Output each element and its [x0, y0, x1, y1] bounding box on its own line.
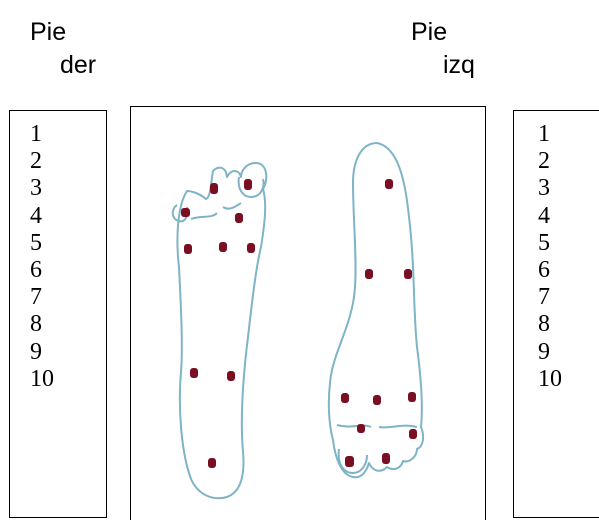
feet-illustration — [171, 142, 425, 500]
point — [345, 456, 354, 467]
point — [408, 392, 416, 402]
left-foot-number-3: 3 — [538, 175, 550, 202]
point — [219, 242, 227, 252]
point — [365, 269, 373, 279]
left-foot-number-9: 9 — [538, 338, 550, 365]
left-foot-title: Pie — [411, 18, 448, 46]
point — [409, 429, 417, 439]
right-foot-number-5: 5 — [30, 229, 42, 256]
left-foot-number-7: 7 — [538, 284, 550, 311]
point — [373, 395, 381, 405]
left-foot-number-6: 6 — [538, 256, 550, 283]
right-foot-number-10: 10 — [30, 365, 54, 392]
right-foot-toe-line — [190, 202, 242, 220]
right-foot-number-4: 4 — [30, 202, 42, 229]
right-foot-subtitle: der — [60, 51, 97, 79]
point — [184, 244, 192, 254]
feet-diagram-frame — [130, 106, 486, 520]
left-foot-drawing — [327, 142, 425, 479]
point — [227, 371, 235, 381]
point — [385, 179, 393, 189]
right-foot-number-8: 8 — [30, 311, 42, 338]
right-foot-number-9: 9 — [30, 338, 42, 365]
point — [210, 183, 218, 194]
point — [244, 179, 252, 190]
right-foot-number-3: 3 — [30, 175, 42, 202]
right-foot-number-6: 6 — [30, 256, 42, 283]
left-foot-subtitle: izq — [443, 51, 475, 79]
point — [181, 208, 190, 217]
right-foot-toe-big — [237, 176, 265, 198]
left-foot-toe-line — [336, 424, 418, 429]
left-foot-number-10: 10 — [538, 365, 562, 392]
right-foot-drawing — [171, 162, 268, 500]
left-foot-number-4: 4 — [538, 202, 550, 229]
left-foot-number-2: 2 — [538, 148, 550, 175]
point — [357, 424, 365, 433]
right-foot-title: Pie — [30, 18, 67, 46]
right-foot-number-7: 7 — [30, 284, 42, 311]
left-foot-number-8: 8 — [538, 311, 550, 338]
left-foot-toe-big — [337, 448, 368, 474]
point — [235, 213, 243, 223]
point — [190, 368, 198, 378]
right-foot-number-1: 1 — [30, 121, 42, 147]
point — [208, 458, 216, 468]
point — [341, 393, 349, 403]
left-foot-number-5: 5 — [538, 229, 550, 256]
reflex-points — [181, 179, 417, 468]
right-foot-number-2: 2 — [30, 148, 42, 175]
right-foot-outline — [176, 162, 268, 500]
left-foot-number-1: 1 — [538, 121, 550, 147]
point — [382, 453, 390, 464]
point — [247, 243, 255, 253]
point — [404, 269, 412, 279]
left-foot-outline — [327, 142, 425, 479]
